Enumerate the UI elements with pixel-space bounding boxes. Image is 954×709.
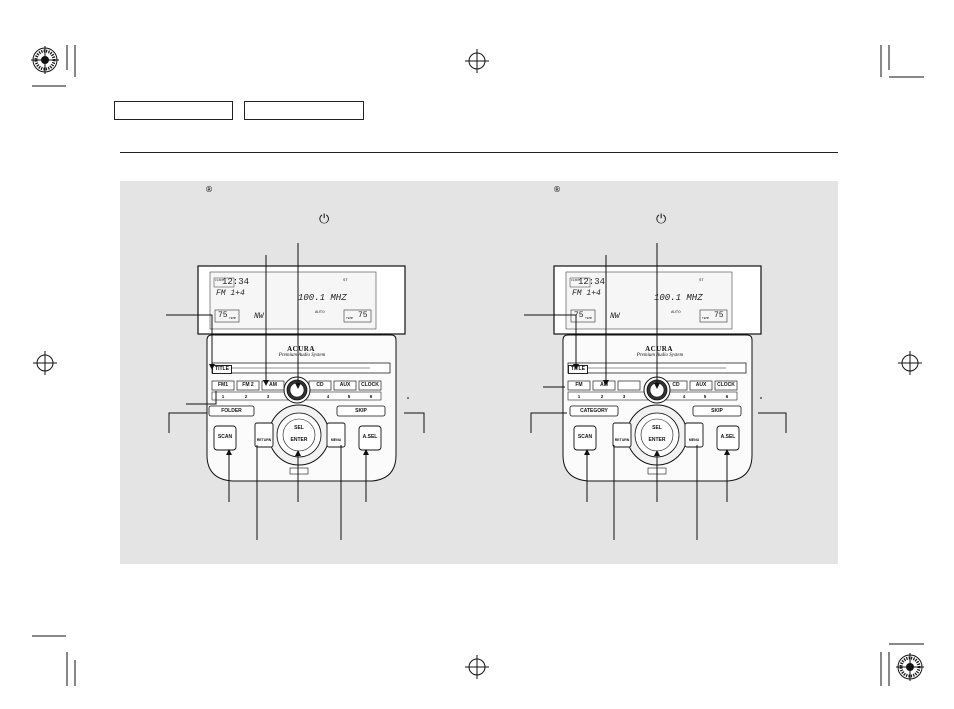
disc-mark-icon: ®	[205, 185, 213, 194]
power-icon: ⏻	[656, 212, 667, 227]
asel-button[interactable]: A.SEL	[362, 434, 378, 440]
display-temp-right: 75	[714, 311, 724, 320]
skip-button[interactable]: SKIP	[355, 408, 367, 414]
preset-6-button[interactable]: 6	[725, 394, 729, 399]
preset-5-button[interactable]: 5	[347, 394, 351, 399]
fm-button[interactable]: FM	[575, 382, 583, 388]
fm2-button[interactable]: FM 2	[242, 382, 254, 388]
menu-button[interactable]: MENU	[688, 438, 700, 442]
audio-unit-drawing	[197, 265, 406, 482]
display-band: FM 1+4	[216, 289, 245, 298]
display-frequency: 100.1 MHZ	[298, 293, 347, 303]
preset-4-button[interactable]: 4	[326, 394, 330, 399]
return-button[interactable]: RETURN	[256, 438, 272, 442]
header-tab-box-2	[244, 101, 364, 120]
display-temp-left-label: TEMP	[585, 317, 593, 320]
display-temp-left: 75	[218, 311, 228, 320]
brand-logo: ACURA	[287, 345, 315, 353]
skip-button[interactable]: SKIP	[711, 408, 723, 414]
menu-button[interactable]: MENU	[330, 438, 342, 442]
scan-button[interactable]: SCAN	[577, 434, 593, 440]
return-button[interactable]: RETURN	[614, 438, 630, 442]
display-temp-right: 75	[358, 311, 368, 320]
display-time: 12:34	[578, 277, 606, 287]
preset-1-button[interactable]: 1	[221, 394, 225, 399]
display-frequency: 100.1 MHZ	[654, 293, 703, 303]
am-button[interactable]: AM	[600, 382, 608, 388]
aux-button[interactable]: AUX	[339, 382, 351, 388]
preset-5-button[interactable]: 5	[703, 394, 707, 399]
title-button[interactable]: TITLE	[212, 365, 232, 374]
registration-mark-top-left	[31, 46, 59, 74]
category-button[interactable]: CATEGORY	[580, 408, 608, 414]
enter-button[interactable]: ENTER	[648, 437, 666, 443]
brand-subtitle: Premium Audio System	[278, 353, 326, 358]
display-temp-left-label: TEMP	[229, 317, 237, 320]
asel-button[interactable]: A.SEL	[720, 434, 736, 440]
display-time: 12:34	[222, 277, 250, 287]
folder-button[interactable]: FOLDER	[221, 408, 242, 414]
display-band: FM 1+4	[572, 289, 601, 298]
sel-label: SEL	[652, 425, 662, 431]
preset-3-button[interactable]: 3	[266, 394, 270, 399]
header-rule	[120, 152, 838, 153]
preset-6-button[interactable]: 6	[369, 394, 373, 399]
preset-2-button[interactable]: 2	[600, 394, 604, 399]
cd-button[interactable]: CD	[316, 382, 324, 388]
display-auto: AUTO	[315, 311, 325, 315]
preset-1-button[interactable]: 1	[577, 394, 581, 399]
preset-2-button[interactable]: 2	[244, 394, 248, 399]
power-icon: ⏻	[319, 212, 330, 227]
clock-button[interactable]: CLOCK	[361, 382, 379, 388]
display-stereo: ST	[343, 279, 348, 283]
brand-subtitle: Premium Audio System	[636, 353, 684, 358]
display-clock-label: CLOCK	[571, 279, 581, 282]
clock-button[interactable]: CLOCK	[717, 382, 735, 388]
display-compass: NW	[610, 312, 620, 321]
aux-button[interactable]: AUX	[695, 382, 707, 388]
display-compass: NW	[254, 312, 264, 321]
preset-4-button[interactable]: 4	[682, 394, 686, 399]
display-clock-label: CLOCK	[215, 279, 225, 282]
display-temp-left: 75	[574, 311, 584, 320]
volume-knob[interactable]: VOL	[292, 387, 302, 392]
brand-logo: ACURA	[645, 345, 673, 353]
display-stereo: ST	[699, 279, 704, 283]
disc-mark-icon: ®	[553, 185, 561, 194]
fm1-button[interactable]: FM1	[218, 382, 228, 388]
display-auto: AUTO	[671, 311, 681, 315]
audio-unit-left: CLOCK 12:34 FM 1+4 100.1 MHZ ST 75 TEMP …	[197, 265, 407, 485]
display-temp-right-label: TEMP	[346, 317, 354, 320]
am-button[interactable]: AM	[269, 382, 277, 388]
display-temp-right-label: TEMP	[702, 317, 710, 320]
sel-label: SEL	[294, 425, 304, 431]
registration-mark-bottom-right	[896, 653, 924, 681]
preset-3-button[interactable]: 3	[622, 394, 626, 399]
cd-button[interactable]: CD	[672, 382, 680, 388]
header-tab-box-1	[114, 101, 233, 120]
scan-button[interactable]: SCAN	[217, 434, 233, 440]
enter-button[interactable]: ENTER	[290, 437, 308, 443]
volume-knob[interactable]: VOL	[652, 387, 662, 392]
